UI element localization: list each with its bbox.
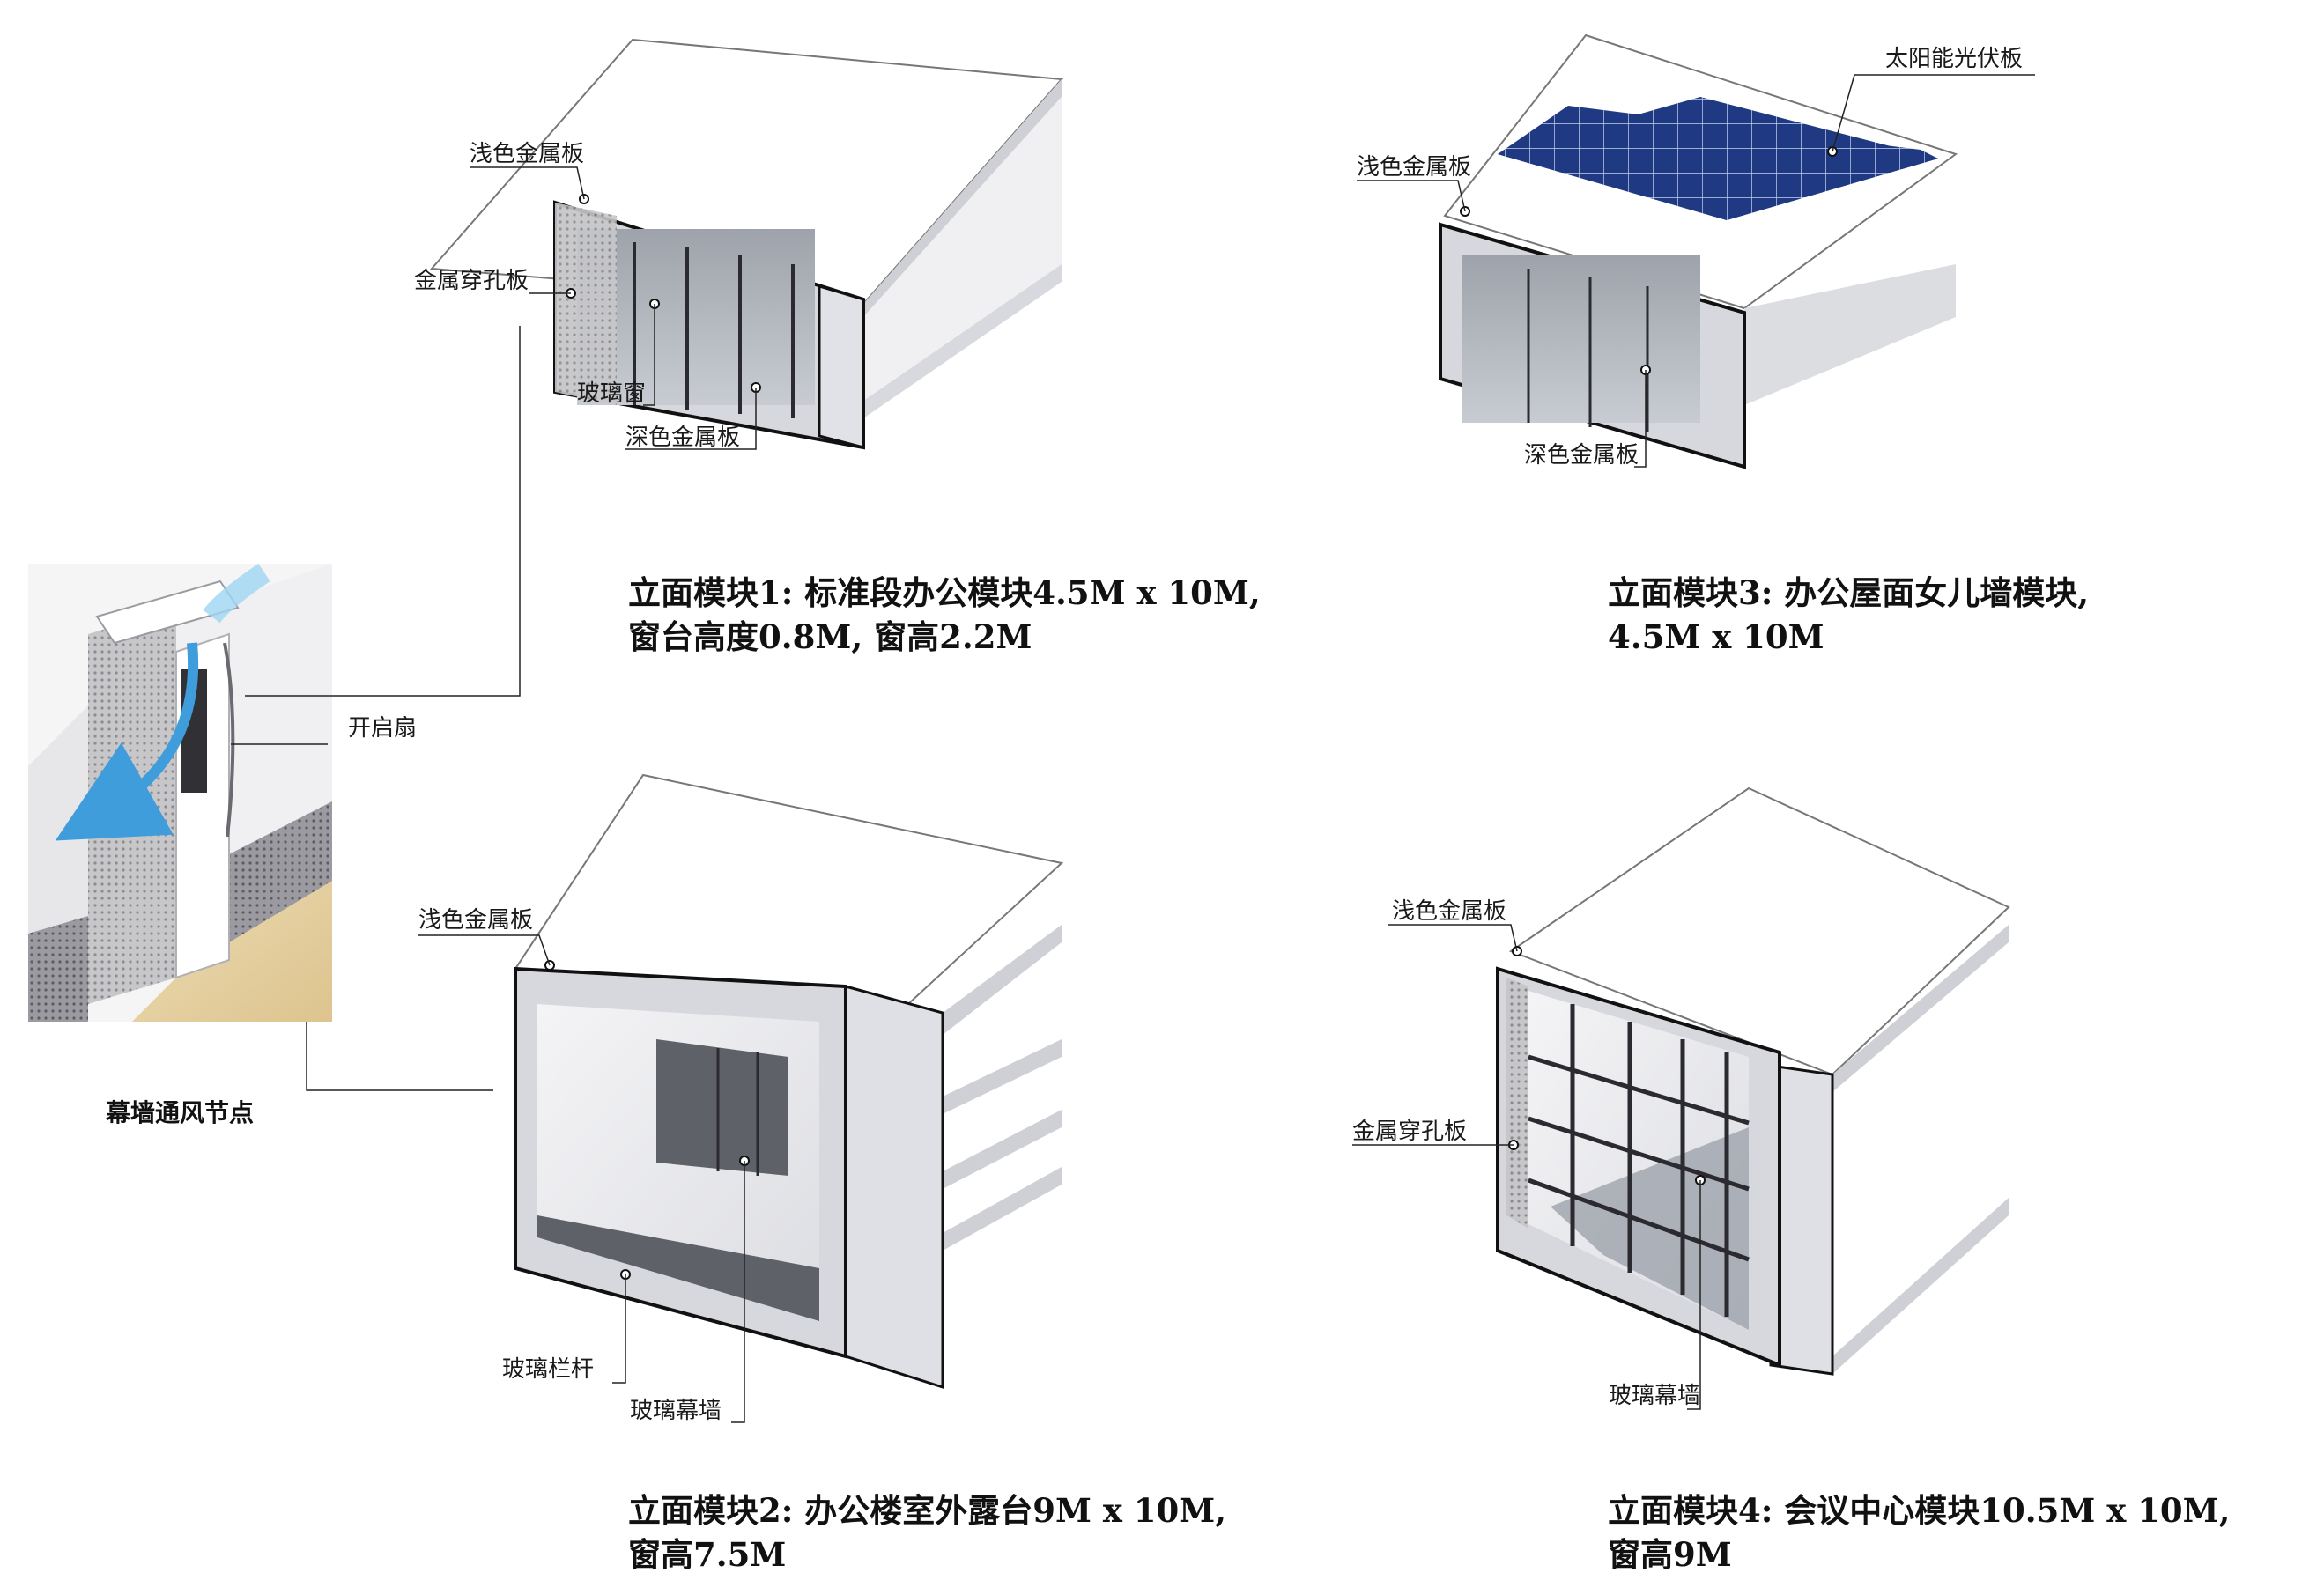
airflow-inlet — [203, 564, 270, 624]
leader-m1-light-panel — [470, 166, 585, 200]
module4-perforated-panel — [1506, 978, 1528, 1229]
module2-slab-4 — [943, 1110, 1062, 1189]
module1-lower-slab — [863, 264, 1062, 418]
m4-caption-line1: 立面模块4: 会议中心模块10.5M x 10M, — [1608, 1491, 2231, 1530]
m4-label-light-panel: 浅色金属板 — [1392, 898, 1507, 925]
m2-label-curtain-wall: 玻璃幕墙 — [630, 1398, 722, 1424]
module2-side-frame — [844, 985, 944, 1390]
perforated-panel-left — [28, 916, 88, 1022]
module4-illustration — [1352, 786, 2010, 1410]
m1-label-light-panel: 浅色金属板 — [470, 141, 585, 167]
module4-lower-slab — [1832, 1198, 2009, 1374]
module3-illustration — [1357, 33, 2035, 469]
leader-detail-to-module1 — [245, 326, 521, 697]
module1-frame-jamb — [818, 284, 865, 449]
leader-m2-rail — [612, 1274, 626, 1384]
m2-caption-line1: 立面模块2: 办公楼室外露台9M x 10M, — [628, 1491, 1227, 1530]
module4-grid — [1528, 1004, 1750, 1317]
module1-slab-edge — [863, 79, 1062, 317]
perforated-panel-lower — [229, 801, 332, 942]
module3-solar-panel-back — [1498, 106, 1938, 220]
leader-m3-light-panel — [1357, 180, 1466, 212]
leader-m1-dark — [625, 388, 757, 450]
m1-label-perforated: 金属穿孔板 — [414, 268, 529, 294]
module2-slab-5 — [943, 1167, 1062, 1251]
module1-illustration — [429, 38, 1064, 450]
m3-caption-line2: 4.5M x 10M — [1608, 617, 1824, 656]
m4-caption-line2: 窗高9M — [1608, 1535, 1732, 1574]
leader-m3-dark — [1634, 370, 1647, 468]
m1-caption-line2: 窗台高度0.8M, 窗高2.2M — [628, 617, 1032, 656]
m1-label-glass-window: 玻璃窗 — [577, 380, 647, 407]
m2-label-light-panel: 浅色金属板 — [418, 907, 534, 934]
m3-label-solar: 太阳能光伏板 — [1885, 46, 2024, 72]
m1-label-dark-panel: 深色金属板 — [625, 425, 741, 451]
leader-m3-solar — [1832, 74, 2035, 152]
module2-upper-window — [656, 1039, 788, 1176]
label-open-sash: 开启扇 — [348, 715, 418, 742]
leader-m2-curtain — [731, 1161, 745, 1423]
module2-glass-railing — [537, 1215, 819, 1321]
m3-label-dark-panel: 深色金属板 — [1524, 442, 1639, 469]
m2-label-glass-rail: 玻璃栏杆 — [502, 1356, 595, 1383]
airflow-arrow-icon — [55, 642, 199, 841]
perforated-panel-inner — [88, 608, 176, 1004]
m4-label-perforated: 金属穿孔板 — [1352, 1119, 1468, 1145]
module2-illustration — [418, 773, 1064, 1423]
ventilation-detail-illustration — [28, 326, 521, 1091]
detail-title: 幕墙通风节点 — [106, 1098, 255, 1127]
leader-m1-glass — [643, 304, 655, 406]
m2-caption-line2: 窗高7.5M — [628, 1535, 787, 1574]
opening-sash-leaf — [223, 642, 235, 838]
m3-label-light-panel: 浅色金属板 — [1357, 154, 1472, 181]
module4-slab-edge — [1832, 925, 2009, 1092]
leader-m4-light-panel — [1388, 924, 1518, 952]
module1-side-void — [863, 97, 1062, 401]
leader-m4-curtain — [1687, 1180, 1701, 1410]
leader-detail-to-module2 — [306, 1022, 493, 1091]
mullion-cap — [95, 580, 240, 645]
module2-slab-2 — [943, 925, 1062, 1035]
m4-label-curtain-wall: 玻璃幕墙 — [1609, 1383, 1701, 1409]
m1-caption-line1: 立面模块1: 标准段办公模块4.5M x 10M, — [628, 573, 1261, 612]
module1-perforated-panel — [555, 203, 617, 405]
module3-slab-edge — [1744, 264, 1956, 405]
module3-glass-band — [1462, 255, 1700, 423]
module2-slab-3 — [943, 1039, 1062, 1114]
m3-caption-line1: 立面模块3: 办公屋面女儿墙模块, — [1608, 573, 2090, 612]
leader-m2-light-panel — [418, 934, 551, 966]
